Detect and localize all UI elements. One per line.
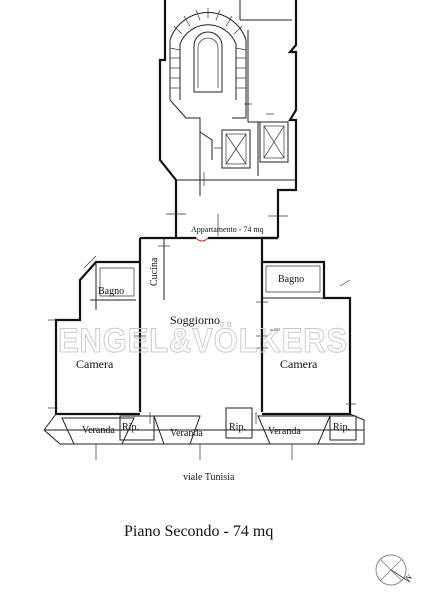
room-label-kitchen: Cucina bbox=[149, 257, 160, 286]
entrance: Appartamento - 74 mq bbox=[166, 196, 288, 242]
balcony-label-veranda-left: Veranda bbox=[82, 425, 115, 436]
door-swing-icon bbox=[195, 237, 209, 242]
balcony-label-veranda-right: Veranda bbox=[268, 426, 301, 437]
entrance-label: Appartamento - 74 mq bbox=[191, 225, 264, 234]
elevator-shaft-left bbox=[221, 129, 251, 169]
room-label-bedroom-left: Camera bbox=[76, 357, 114, 371]
apartment-walls bbox=[48, 236, 356, 416]
street-label: viale Tunisia bbox=[183, 472, 235, 483]
balcony-label-storage-left: Rip. bbox=[122, 422, 139, 433]
compass-north-label: N bbox=[403, 572, 413, 583]
balcony-label-veranda-center: Veranda bbox=[170, 428, 203, 439]
stairwell-area bbox=[158, 0, 298, 196]
balcony-label-storage-right: Rip. bbox=[333, 422, 350, 433]
balcony-labels: Veranda Rip. Veranda Rip. Veranda Rip. bbox=[82, 422, 350, 439]
balcony-strip bbox=[43, 407, 365, 460]
elevator-shaft-right bbox=[259, 121, 289, 163]
room-label-bath-right: Bagno bbox=[278, 274, 304, 285]
room-label-living: Soggiorno bbox=[170, 313, 220, 327]
room-labels: Cucina Soggiorno Bagno Bagno Camera Came… bbox=[76, 257, 318, 371]
floor-title: Piano Secondo - 74 mq bbox=[124, 523, 273, 540]
room-label-bedroom-right: Camera bbox=[280, 357, 318, 371]
brand-watermark: ENGEL&VÖLKERS bbox=[58, 322, 348, 360]
compass-icon: N bbox=[375, 554, 414, 586]
room-label-bath-left: Bagno bbox=[98, 286, 124, 297]
spiral-staircase bbox=[169, 8, 247, 100]
balcony-label-storage-center: Rip. bbox=[229, 422, 246, 433]
